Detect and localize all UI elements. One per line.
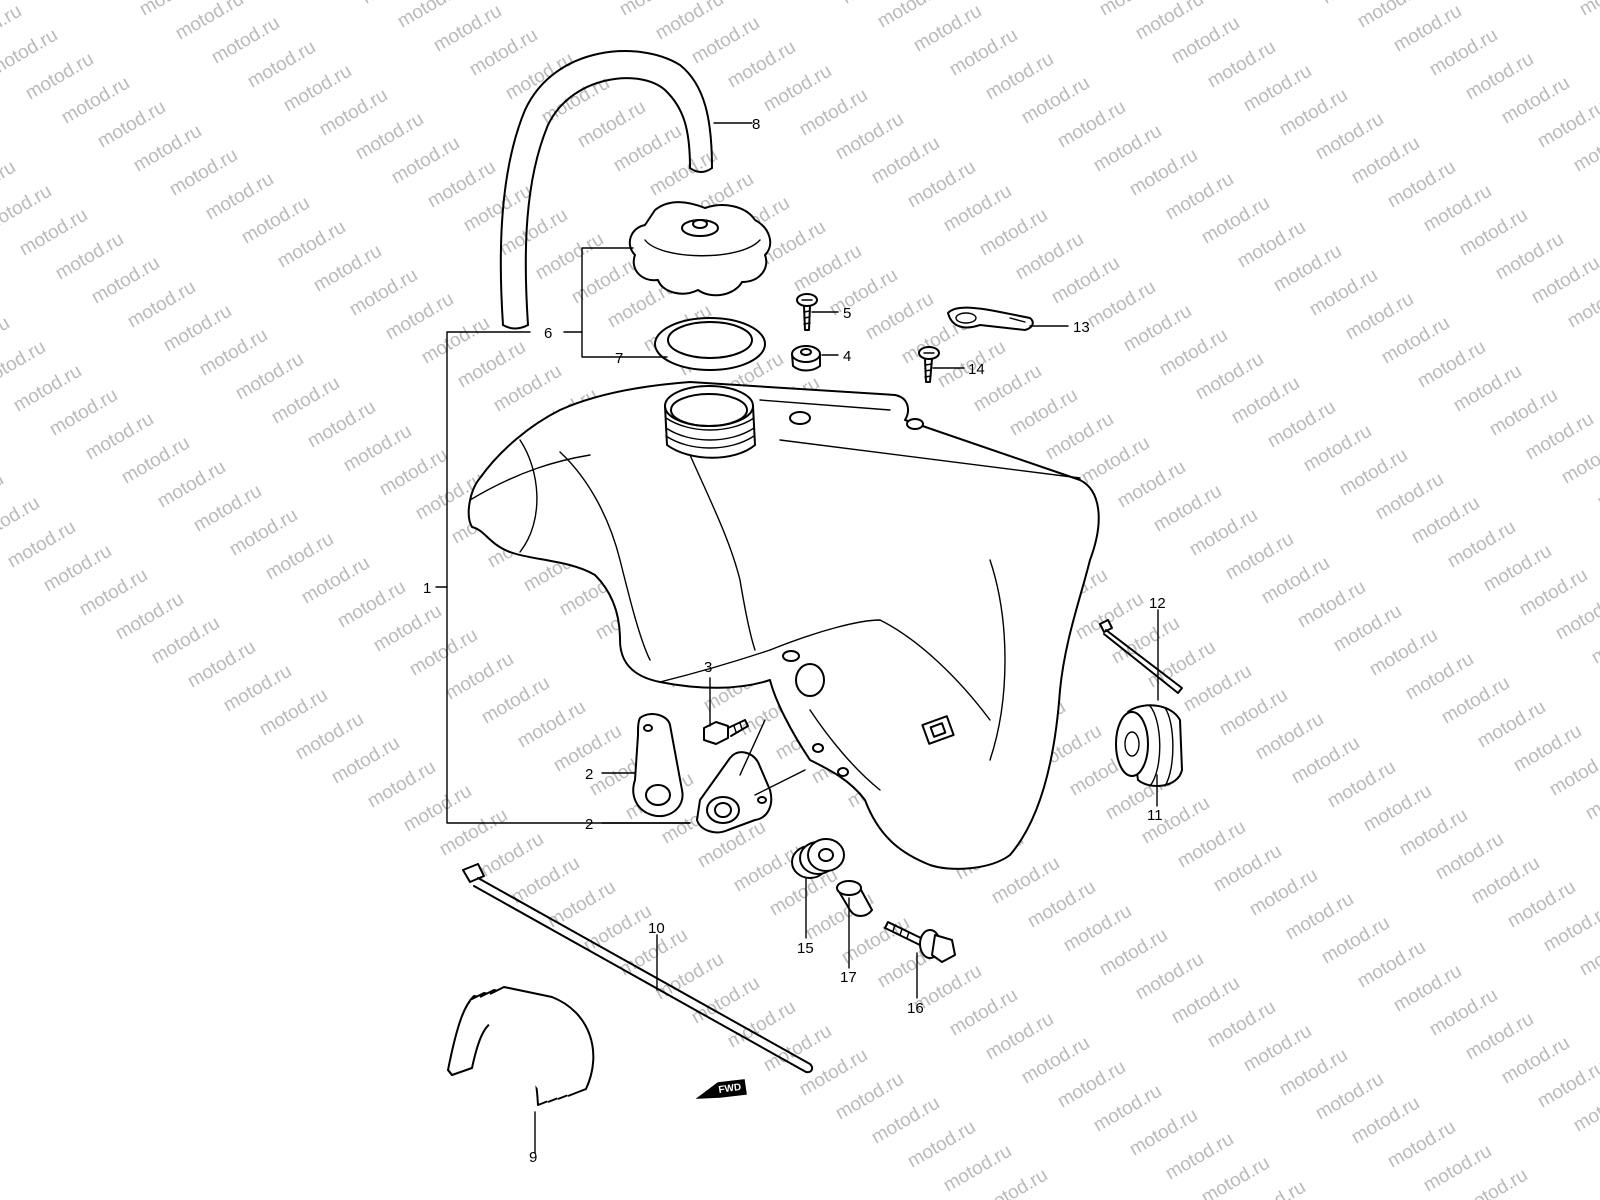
callout-16: 16	[907, 1000, 924, 1017]
part-4-nut	[791, 345, 821, 372]
part-8-breather-hose	[499, 50, 713, 330]
callout-6: 6	[544, 325, 552, 342]
part-7-cap-gasket	[654, 317, 766, 371]
part-6-fuel-cap	[628, 201, 772, 297]
callout-7: 7	[615, 350, 623, 367]
part-10-cable-tie	[462, 863, 814, 1074]
callout-12: 12	[1149, 595, 1166, 612]
leader-lines	[435, 122, 1159, 1154]
callout-11: 11	[1147, 807, 1163, 824]
part-12-cable-tie	[1099, 619, 1183, 694]
callout-17: 17	[840, 969, 857, 986]
callout-5: 5	[843, 305, 851, 322]
callout-15: 15	[797, 940, 814, 957]
part-15-grommet	[791, 838, 845, 879]
part-2-bracket-left	[632, 713, 684, 818]
part-17-collar	[836, 880, 873, 917]
callout-3: 3	[704, 659, 712, 676]
fwd-arrow-icon: FWD	[695, 1079, 747, 1099]
callout-10: 10	[648, 920, 665, 937]
part-3-bolt	[703, 719, 749, 745]
part-5-screw	[796, 293, 818, 331]
part-16-bolt	[884, 921, 956, 963]
callout-labels: 1 2 2 3 4 5 6 7 8 9 10 11 12 13 14 15 16…	[423, 116, 1166, 1166]
callout-9: 9	[529, 1149, 537, 1166]
part-11-damper	[1115, 704, 1183, 787]
callout-14: 14	[968, 361, 985, 378]
part-1-fuel-tank	[467, 381, 1100, 870]
fwd-label: FWD	[718, 1082, 742, 1096]
part-2-bracket-right	[696, 719, 806, 834]
callout-2: 2	[585, 766, 593, 783]
callout-1: 1	[423, 580, 431, 597]
watermark-text: motod.ru	[1576, 0, 1600, 20]
callout-2: 2	[585, 816, 593, 833]
part-9-tank-cushion	[447, 986, 595, 1106]
part-14-screw	[918, 346, 940, 383]
callout-4: 4	[843, 348, 851, 365]
part-13-clip	[947, 306, 1034, 331]
callout-13: 13	[1073, 319, 1090, 336]
callout-8: 8	[752, 116, 760, 133]
